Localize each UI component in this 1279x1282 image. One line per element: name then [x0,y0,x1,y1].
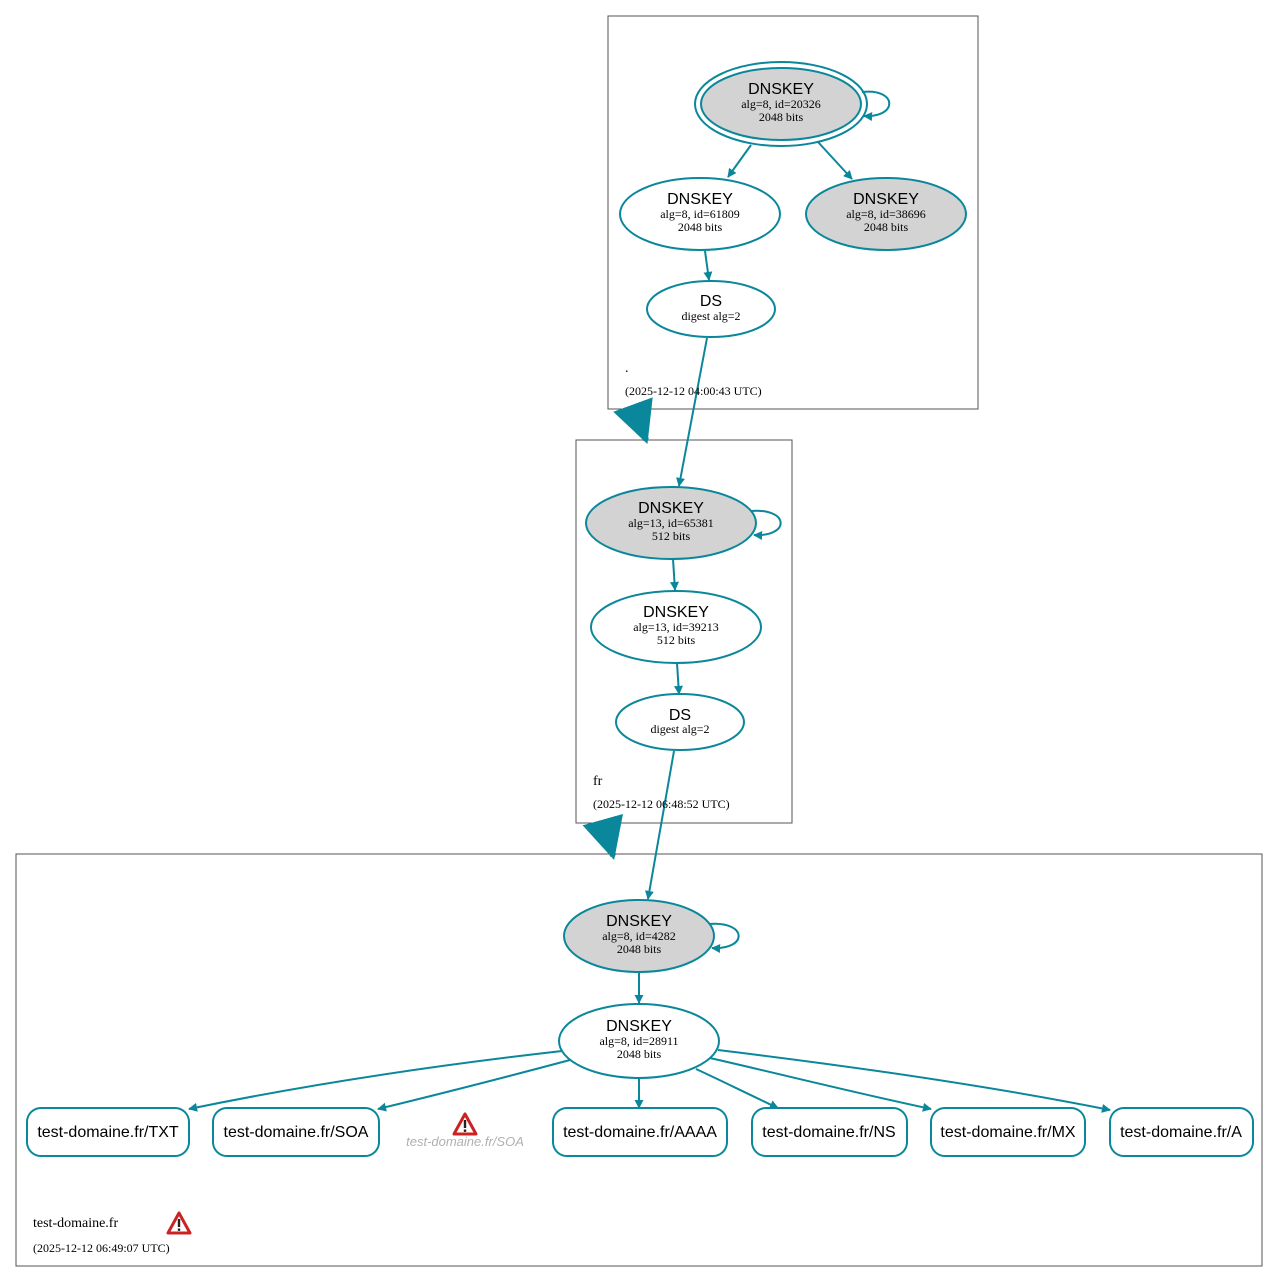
soa-warning-icon [452,1112,478,1136]
root-zsk-type: DNSKEY [667,191,733,208]
record-aaaa-label: test-domaine.fr/AAAA [563,1124,717,1141]
zone-fr-timestamp: (2025-12-12 06:48:52 UTC) [593,797,730,811]
root-zsk-node [619,177,781,251]
root-ksk-outer-ring [694,61,868,147]
root-ksk-info: alg=8, id=20326 [741,97,821,111]
record-txt-label: test-domaine.fr/TXT [37,1124,179,1141]
test-zsk-bits: 2048 bits [617,1047,662,1061]
fr-ksk-type: DNSKEY [638,500,704,517]
record-ns-label: test-domaine.fr/NS [762,1124,895,1141]
root-ds-info: digest alg=2 [681,309,740,323]
root-key3-node [805,177,967,251]
record-soa-label: test-domaine.fr/SOA [224,1124,369,1141]
fr-ds-type: DS [669,707,691,724]
test-ksk-type: DNSKEY [606,913,672,930]
root-zsk-bits: 2048 bits [678,220,723,234]
edge-root-zsk-ds [703,250,713,281]
fr-ds-info: digest alg=2 [650,722,709,736]
record-a-box [1109,1107,1254,1157]
edge-zsk-a [717,1049,1111,1113]
root-ksk-bits: 2048 bits [759,110,804,124]
fr-zsk-info: alg=13, id=39213 [633,620,719,634]
fr-zsk-type: DNSKEY [643,604,709,621]
edge-zsk-mx [709,1057,932,1112]
edge-fr-zsk-ds [673,662,683,695]
fr-ksk-node [585,486,757,560]
zone-test-box [15,853,1263,1267]
zone-test-name: test-domaine.fr [33,1216,118,1231]
edge-root-ksk-zsk [727,144,752,178]
test-zsk-type: DNSKEY [606,1018,672,1035]
record-soa-box [212,1107,380,1157]
fr-ksk-bits: 512 bits [652,529,691,543]
edge-fr-ksk-zsk [669,558,679,591]
fr-zsk-bits: 512 bits [657,633,696,647]
edge-fr-ds-test-ksk [644,750,675,900]
root-key3-bits: 2048 bits [864,220,909,234]
zone-test-warning-icon [166,1211,192,1235]
test-zsk-info: alg=8, id=28911 [599,1034,678,1048]
edge-root-ds-fr-ksk [676,337,708,487]
zone-fr-name: fr [593,774,603,789]
zone-root-box [607,15,979,410]
zone-root-name: . [625,361,629,376]
test-ksk-info: alg=8, id=4282 [602,929,676,943]
root-ksk-self-loop [861,90,891,121]
root-key3-type: DNSKEY [853,191,919,208]
record-mx-box [930,1107,1086,1157]
record-ns-box [751,1107,908,1157]
root-zsk-info: alg=8, id=61809 [660,207,740,221]
record-a-label: test-domaine.fr/A [1120,1124,1242,1141]
record-mx-label: test-domaine.fr/MX [940,1124,1075,1141]
test-ksk-self-loop [708,922,740,953]
edge-zsk-ns [695,1068,779,1109]
root-ksk-type: DNSKEY [748,81,814,98]
fr-ksk-self-loop [750,509,782,540]
fr-ksk-info: alg=13, id=65381 [628,516,714,530]
root-key3-info: alg=8, id=38696 [846,207,926,221]
zone-fr-box [575,439,793,824]
edge-root-ksk-key3 [817,141,853,180]
root-ds-node [646,280,776,338]
record-aaaa-box [552,1107,728,1157]
test-ksk-bits: 2048 bits [617,942,662,956]
root-ksk-node [700,67,862,141]
delegation-arrow-root-fr [613,397,653,444]
soa-warning-label: test-domaine.fr/SOA [406,1134,524,1149]
zone-test-timestamp: (2025-12-12 06:49:07 UTC) [33,1241,170,1255]
edge-zsk-soa [377,1059,571,1112]
edge-zsk-txt [188,1050,563,1112]
root-ds-type: DS [700,293,722,310]
fr-zsk-node [590,590,762,664]
record-txt-box [26,1107,190,1157]
zone-root-timestamp: (2025-12-12 04:00:43 UTC) [625,384,762,398]
delegation-arrow-fr-test [582,813,623,861]
